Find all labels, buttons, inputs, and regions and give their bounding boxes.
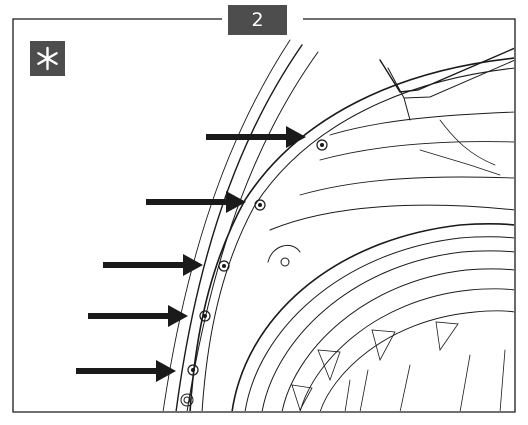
tire-arc-4 [281, 268, 514, 411]
body-panel-top [379, 47, 514, 93]
fender-outer-edge [175, 44, 303, 411]
clip-bracket [267, 244, 301, 263]
arrow-5 [76, 360, 176, 382]
wheel-well-contour-5 [439, 119, 496, 166]
step-number-badge: 2 [228, 5, 287, 35]
wheel-well-contour-2 [319, 141, 514, 161]
tire-arc-3 [261, 250, 514, 411]
wheel-well-contour-1 [329, 111, 514, 136]
tire-arc-6 [319, 310, 514, 411]
screw-1 [316, 139, 328, 151]
arrow-2 [146, 191, 246, 213]
tire-arc-2 [244, 236, 514, 411]
tire-outer [231, 223, 514, 411]
bracket-screw [280, 257, 290, 267]
arrow-3 [103, 254, 203, 276]
wheel-well-contour-3 [299, 176, 514, 196]
liner-edge-inner [201, 67, 514, 411]
body-panel-fold [403, 97, 411, 121]
rim-lines [344, 349, 506, 411]
screw-5 [187, 364, 199, 376]
wheel-well-contour-4 [419, 149, 501, 176]
rim-spoke-3 [435, 321, 459, 352]
rim-spoke-2 [371, 329, 396, 362]
screw-4 [199, 310, 211, 322]
liner-edge [189, 57, 514, 411]
tire-arc-5 [299, 288, 514, 411]
asterisk-icon [37, 46, 58, 71]
wheel-well-contour-6 [269, 204, 514, 231]
screw-3 [218, 260, 230, 272]
screw-2 [254, 199, 266, 211]
rim-spoke-4 [291, 384, 313, 411]
bottom-fastener-inner [183, 396, 191, 404]
fender-edge-line-3 [162, 39, 291, 411]
body-panel-top-2 [387, 59, 514, 99]
arrow-1 [206, 126, 306, 148]
rim-spoke-1 [317, 349, 341, 382]
arrow-4 [88, 305, 188, 327]
bottom-fastener-outer [180, 393, 194, 407]
frame-border [12, 18, 516, 413]
fender-edge-line-2 [186, 51, 319, 411]
note-badge [30, 41, 65, 76]
